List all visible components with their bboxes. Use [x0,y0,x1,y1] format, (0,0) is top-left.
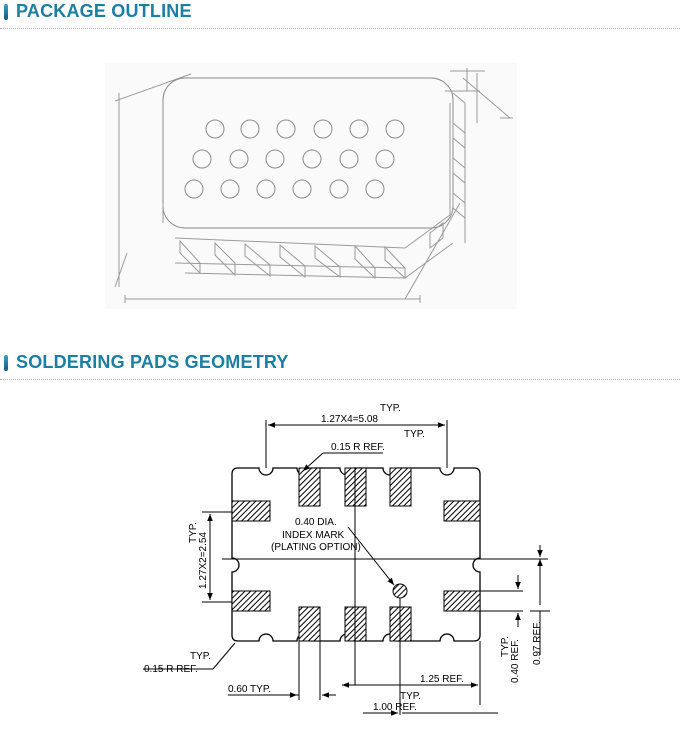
section-header-package-outline: PACKAGE OUTLINE [0,0,680,30]
section-title: SOLDERING PADS GEOMETRY [16,352,289,372]
pad-bottom-1 [298,606,321,642]
label-plating-option: (PLATING OPTION) [271,542,361,553]
dim-pitch-y-typ: TYP. [188,522,199,543]
section-title: PACKAGE OUTLINE [16,1,192,21]
pad-top-1 [298,467,321,507]
package-outline-drawing [105,63,517,309]
index-mark-dot [392,583,408,599]
dim-pitch-x: 1.27X4=5.08 [321,414,378,425]
section-header-soldering-pads: SOLDERING PADS GEOMETRY [0,350,680,380]
soldering-pads-svg: TYP. 1.27X4=5.08 TYP. 0.15 R REF. 0.40 D… [143,403,550,716]
dim-pad-length: 1.25 REF. [420,674,464,685]
dim-radius-bottom: 0.15 R REF. [144,664,198,675]
dim-radius-bottom-typ: TYP. [190,651,211,662]
dim-index-dia: 0.40 DIA. [295,517,337,528]
pad-right-2 [443,590,481,612]
solder-pads [231,467,481,642]
dim-pad-w-typ: TYP. [500,636,511,657]
dim-pitch-y: 1.27X2=2.54 [198,532,209,589]
dim-radius-top-typ: TYP. [404,429,425,440]
section-divider [0,379,680,380]
package-outline-svg [114,68,513,303]
section-bar-icon [4,4,8,20]
pad-left-2 [231,590,271,612]
section-divider [0,28,680,29]
pad-right-1 [443,500,481,522]
section-bar-icon [4,355,8,371]
label-index-mark: INDEX MARK [282,530,345,541]
pad-left-1 [231,500,271,522]
dim-pitch-x-typ: TYP. [380,403,401,414]
dim-pad-w: 0.40 REF. [510,639,521,683]
dim-offset: 0.97 REF. [532,621,543,665]
soldering-pads-drawing: TYP. 1.27X4=5.08 TYP. 0.15 R REF. 0.40 D… [118,395,668,745]
dim-radius-top: 0.15 R REF. [331,442,385,453]
dim-gap: 1.00 REF. [373,702,417,713]
pad-top-3 [389,467,412,507]
dim-pad-width: 0.60 TYP. [228,684,271,695]
dim-gap-typ: TYP. [400,691,421,702]
